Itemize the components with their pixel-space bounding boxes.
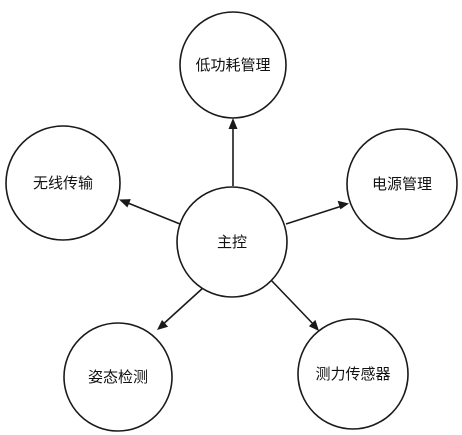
node-power-circle (346, 128, 458, 240)
edge-center-to-wireless (122, 200, 181, 225)
node-center: 主控 (176, 186, 288, 298)
node-attitude-label: 姿态检测 (88, 368, 148, 386)
node-wireless-circle (5, 125, 121, 241)
edge-center-to-attitude (159, 286, 205, 328)
edge-center-to-force-sensor (269, 278, 317, 328)
node-attitude-circle (63, 322, 173, 432)
arrowhead-attitude (157, 320, 169, 330)
edges-layer (119, 118, 349, 331)
arrowhead-wireless (119, 199, 131, 208)
node-power-label: 电源管理 (372, 175, 432, 193)
node-center-label: 主控 (217, 233, 247, 251)
node-low-power-circle (179, 11, 287, 119)
nodes-layer: 低功耗管理 无线传输 电源管理 主控 姿态检测 测力传感器 (5, 11, 458, 432)
node-wireless: 无线传输 (5, 125, 121, 241)
node-wireless-label: 无线传输 (33, 174, 93, 192)
node-force-sensor-circle (297, 318, 409, 430)
arrowhead-low-power (228, 118, 238, 129)
node-force-sensor: 测力传感器 (297, 318, 409, 430)
arrowhead-force-sensor (308, 319, 319, 331)
node-low-power-label: 低功耗管理 (195, 56, 270, 74)
node-force-sensor-label: 测力传感器 (315, 365, 390, 383)
node-attitude: 姿态检测 (63, 322, 173, 432)
node-low-power: 低功耗管理 (179, 11, 287, 119)
edge-center-to-power (285, 204, 346, 225)
arrowhead-power (337, 200, 349, 210)
node-center-circle (176, 186, 288, 298)
node-power: 电源管理 (346, 128, 458, 240)
